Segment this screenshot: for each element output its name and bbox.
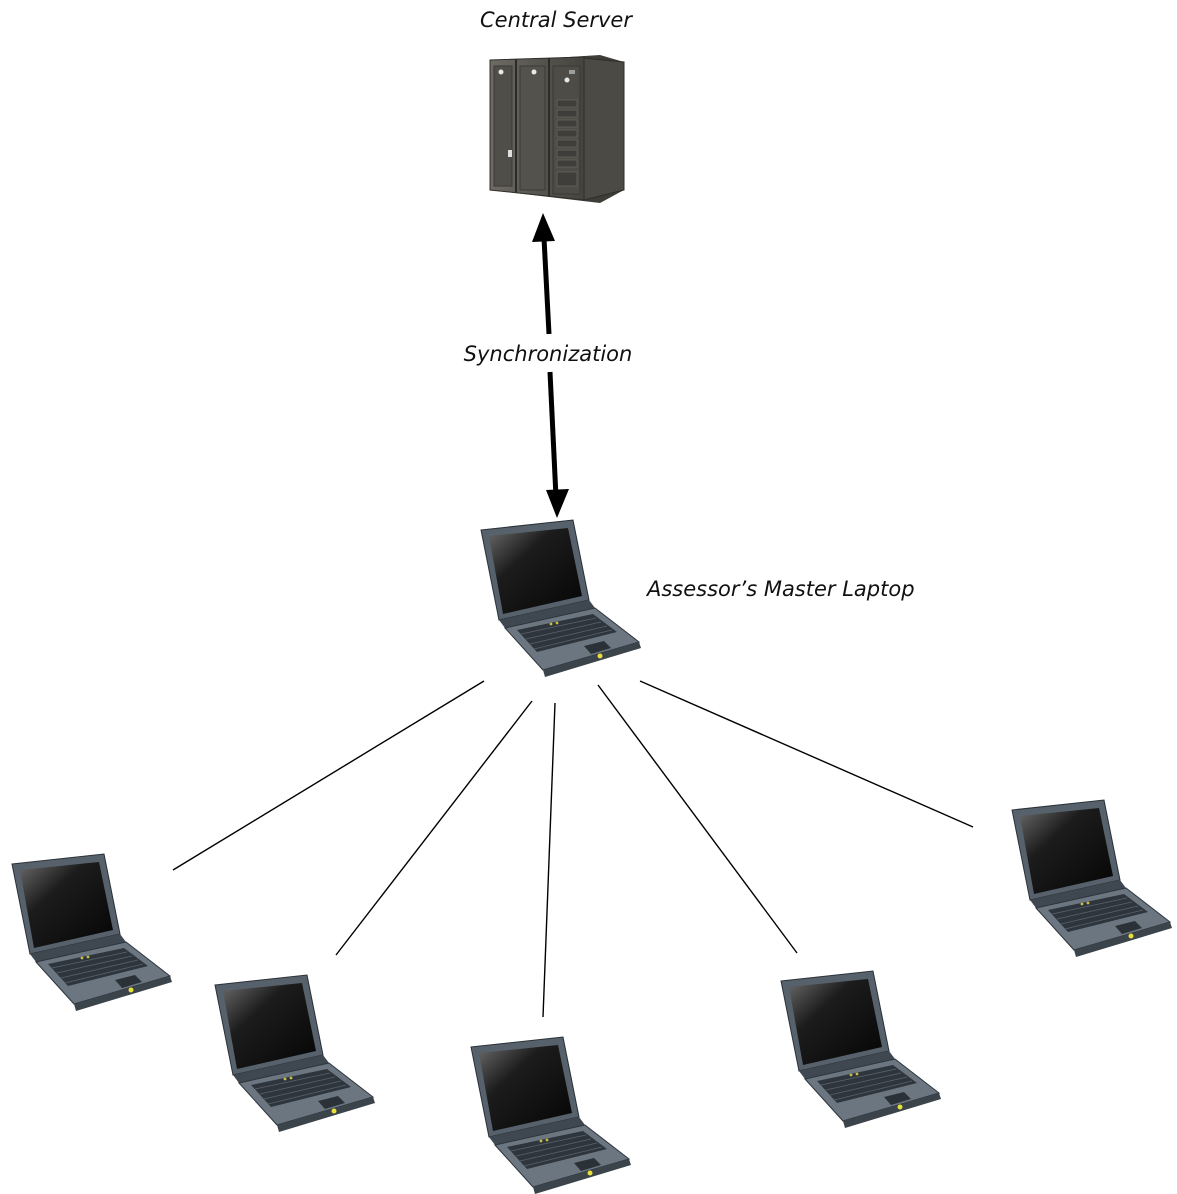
sync-label: Synchronization [464,342,633,366]
master-label: Assessor’s Master Laptop [645,577,915,601]
client-laptop-icon-4 [780,970,942,1129]
client-laptop-icon-2 [214,974,376,1133]
sync-arrow [532,213,569,518]
arrow-head-down [546,489,569,518]
server-rack-icon [489,55,625,203]
client-link-4 [597,684,798,954]
client-links [172,680,974,1018]
master-laptop-icon [480,519,642,678]
server-label: Central Server [480,8,633,32]
arrow-head-up [532,213,555,242]
client-laptop-icon-1 [11,853,173,1012]
client-laptop-icon-5 [1011,799,1173,958]
client-link-1 [172,680,485,871]
client-laptop-icon-3 [470,1036,632,1194]
client-link-5 [639,680,974,828]
client-link-3 [542,702,556,1018]
client-link-2 [335,700,533,956]
